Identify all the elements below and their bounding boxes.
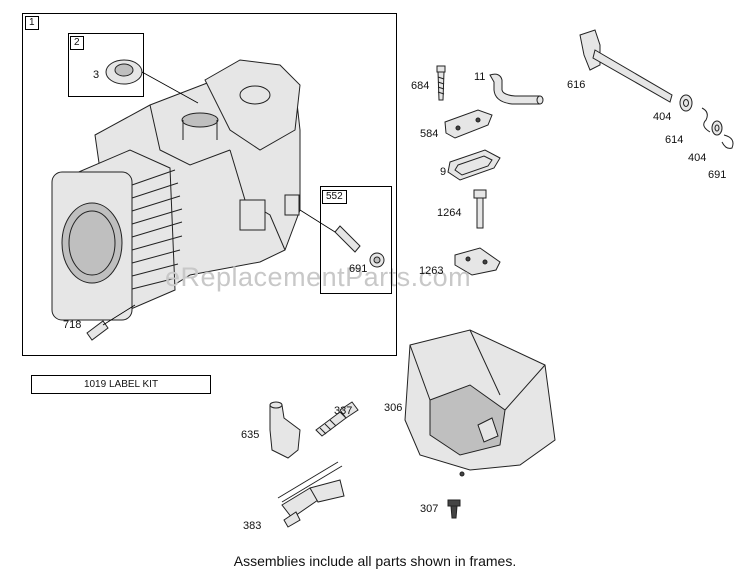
callout-11: 11: [474, 71, 486, 83]
seal-3-drawing: [105, 59, 199, 104]
screw-307-drawing: [447, 499, 461, 519]
label-kit-box: 1019 LABEL KIT: [31, 375, 211, 394]
callout-584: 584: [420, 128, 439, 140]
frame-1-number: 1: [25, 16, 39, 30]
shaft-616-drawing: [579, 29, 673, 103]
callout-616: 616: [567, 79, 586, 91]
callout-306: 306: [384, 402, 403, 414]
engine-block-drawing: [51, 59, 301, 321]
callout-1264: 1264: [437, 207, 462, 219]
frame-552: [320, 186, 392, 294]
frame-552-parts-drawing: [299, 209, 385, 268]
screw-684-drawing: [436, 65, 446, 101]
callout-718: 718: [63, 319, 82, 331]
callout-1263: 1263: [419, 265, 444, 277]
callout-9: 9: [440, 166, 447, 178]
callout-404-top: 404: [653, 111, 672, 123]
spark-plug-337-drawing: [315, 401, 359, 437]
washers-clip-drawing: [679, 94, 734, 149]
watermark: eReplacementParts.com: [165, 262, 472, 292]
callout-383: 383: [243, 520, 262, 532]
hose-11-drawing: [489, 73, 544, 105]
diagram-caption: Assemblies include all parts shown in fr…: [233, 553, 517, 569]
frame-1: [22, 13, 397, 356]
dowel-718-drawing: [86, 304, 136, 341]
frame-2: [68, 33, 144, 97]
callout-614: 614: [665, 134, 684, 146]
frame-552-number: 552: [322, 190, 347, 204]
callout-404-bottom: 404: [688, 152, 707, 164]
callout-691-right: 691: [708, 169, 727, 181]
lever-584-drawing: [444, 109, 493, 139]
callout-307: 307: [420, 503, 439, 515]
callout-691-frame: 691: [349, 263, 368, 275]
gasket-9-drawing: [447, 149, 501, 181]
shroud-306-drawing: [404, 329, 556, 477]
bracket-1263-drawing: [454, 247, 501, 276]
callout-635: 635: [241, 429, 260, 441]
boot-635-drawing: [269, 401, 301, 459]
frame-2-number: 2: [70, 36, 84, 50]
cable-383-drawing: [277, 461, 345, 528]
bolt-1264-drawing: [473, 189, 487, 229]
callout-684: 684: [411, 80, 430, 92]
callout-3: 3: [93, 69, 100, 81]
callout-337: 337: [334, 405, 353, 417]
